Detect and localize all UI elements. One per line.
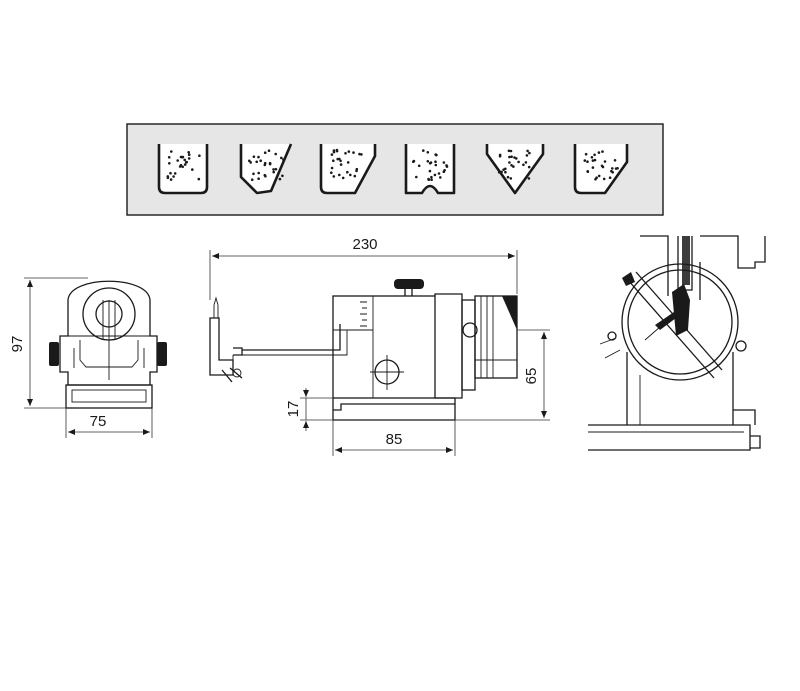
dimension-17: 17 <box>285 388 333 431</box>
wheel-profile-angled-cup <box>239 143 293 195</box>
dimension-230: 230 <box>209 236 518 300</box>
side-view <box>209 279 518 421</box>
dimension-75-label: 75 <box>90 413 107 430</box>
dimension-230-label: 230 <box>352 236 377 253</box>
dimension-65: 65 <box>455 329 550 421</box>
wheel-profile-v-profile <box>485 144 545 195</box>
panel-background <box>126 123 664 216</box>
dimension-17-label: 17 <box>285 401 302 418</box>
usage-view <box>588 235 766 451</box>
dimension-97-label: 97 <box>9 336 26 353</box>
dimension-75: 75 <box>65 408 153 438</box>
wheel-profile-chamfered-cup <box>573 144 629 195</box>
wheel-profile-panel <box>126 123 664 216</box>
wheel-profile-single-bevel-dish <box>319 144 377 195</box>
dimension-85: 85 <box>332 420 456 456</box>
dimension-65-label: 65 <box>523 368 540 385</box>
wheel-profile-straight-cup <box>157 144 209 195</box>
dimension-85-label: 85 <box>386 431 403 448</box>
dimension-97: 97 <box>9 277 88 409</box>
wheel-profile-grooved-straight <box>404 144 456 195</box>
end-view <box>49 280 167 409</box>
